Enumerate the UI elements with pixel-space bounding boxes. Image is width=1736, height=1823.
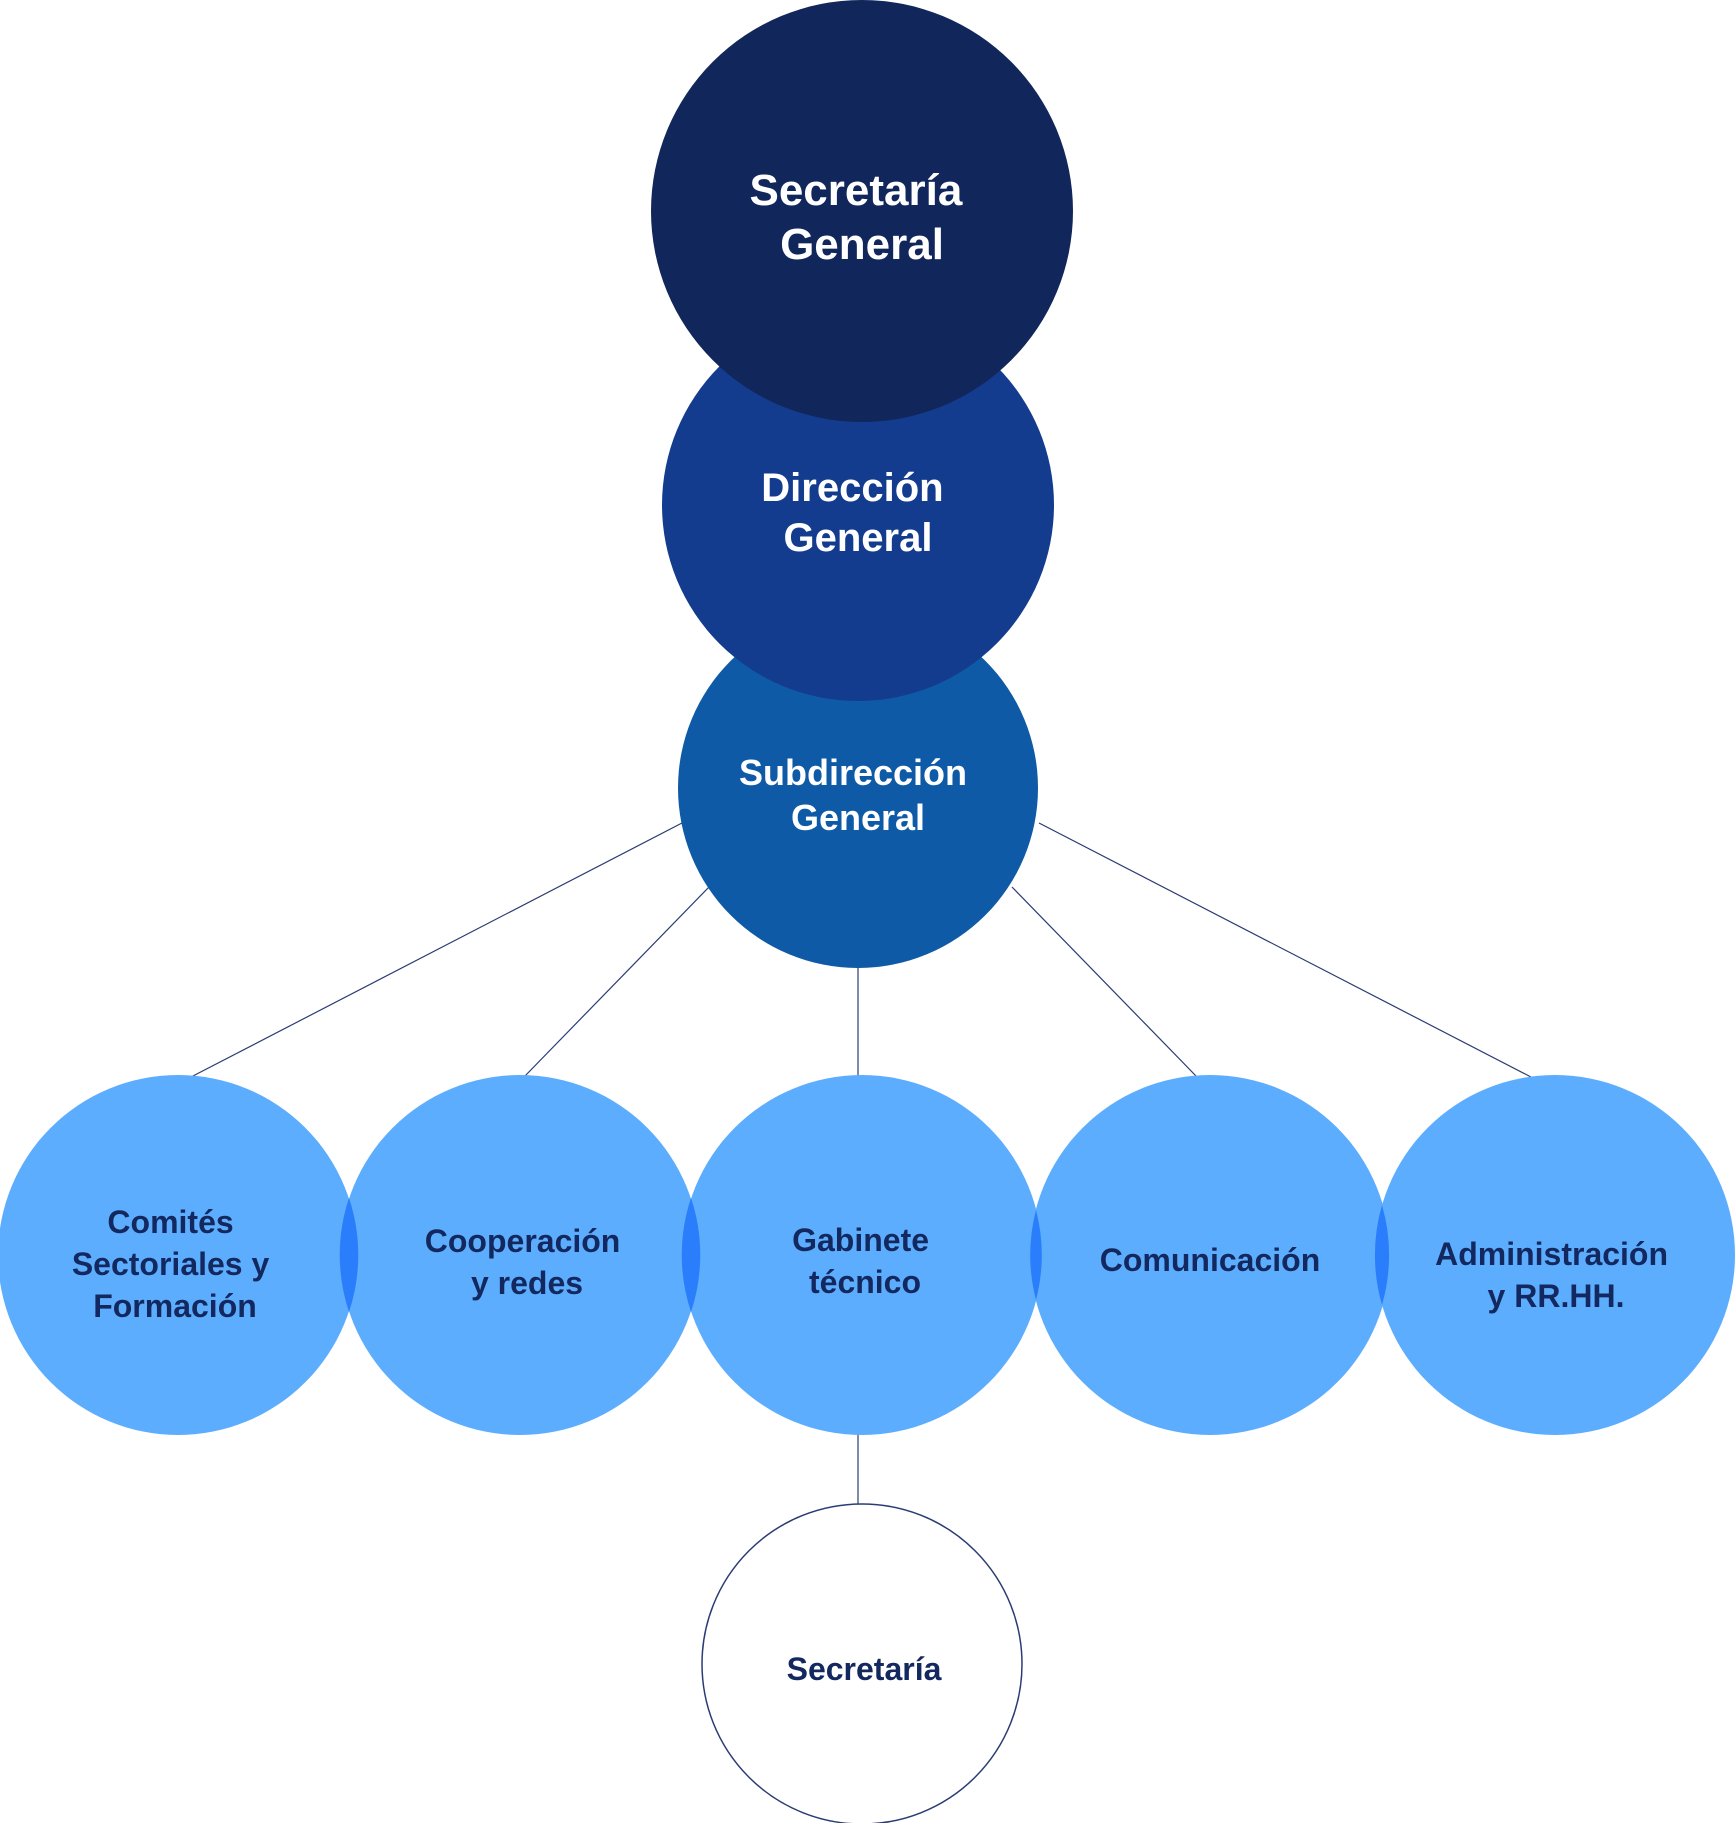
comunicacion-label: Comunicación xyxy=(1100,1242,1320,1278)
node-comites-circle[interactable] xyxy=(0,1075,358,1435)
node-direccion-general-circle[interactable] xyxy=(662,309,1054,701)
connector-subdireccion-administracion xyxy=(1038,822,1532,1078)
overlap-cooperacion-gabinete xyxy=(681,1198,701,1312)
gabinete-label: Gabinete técnico xyxy=(792,1222,938,1300)
direccion-general-label: Dirección General xyxy=(761,466,954,560)
department-circles xyxy=(0,1075,1735,1435)
connector-subdireccion-comunicacion xyxy=(1011,886,1198,1078)
node-subdireccion-general-circle[interactable] xyxy=(678,608,1038,968)
overlap-gabinete-comunicacion xyxy=(1030,1210,1042,1300)
department-overlaps xyxy=(339,1198,1390,1312)
node-administracion-circle[interactable] xyxy=(1375,1075,1735,1435)
comites-label: Comités Sectoriales y Formación xyxy=(72,1204,278,1324)
subdireccion-general-label: Subdirección General xyxy=(739,752,977,838)
secretaria-label: Secretaría xyxy=(787,1651,942,1687)
overlap-comites-cooperacion xyxy=(339,1198,359,1312)
node-secretaria-circle[interactable] xyxy=(701,1503,1023,1823)
connector-subdireccion-comites xyxy=(190,822,683,1078)
overlap-comunicacion-administracion xyxy=(1374,1205,1390,1305)
node-comunicacion-circle[interactable] xyxy=(1030,1075,1390,1435)
node-gabinete-circle[interactable] xyxy=(682,1075,1042,1435)
node-labels: Secretaría General Dirección General Sub… xyxy=(72,166,1677,1687)
node-secretaria-general-circle[interactable] xyxy=(651,0,1073,422)
connector-lines xyxy=(190,822,1532,1504)
administracion-label: Administración y RR.HH. xyxy=(1435,1236,1677,1314)
node-cooperacion-circle[interactable] xyxy=(340,1075,700,1435)
secretaria-general-label: Secretaría General xyxy=(749,166,974,269)
cooperacion-label: Cooperación y redes xyxy=(425,1223,629,1301)
connector-subdireccion-cooperacion xyxy=(523,886,710,1078)
